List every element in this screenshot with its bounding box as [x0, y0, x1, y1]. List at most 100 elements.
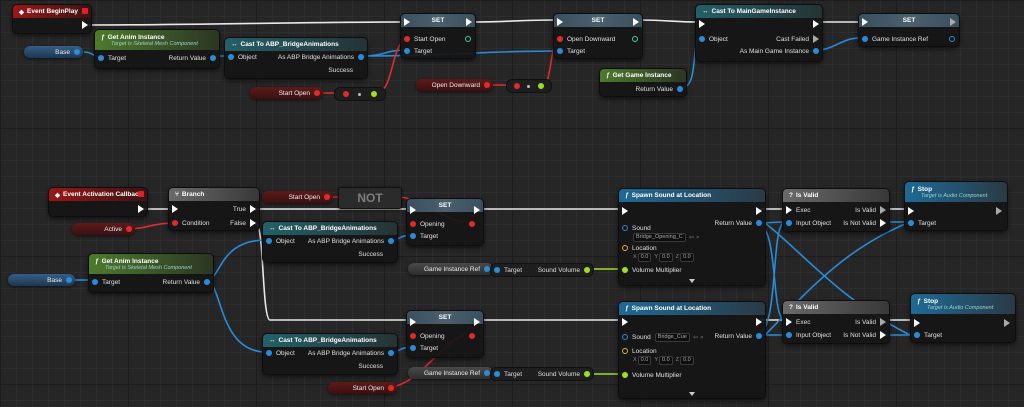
target-pin[interactable]: Target: [410, 343, 438, 353]
var-base[interactable]: Base: [8, 274, 75, 286]
browse-icon[interactable]: ⇦ ⌕: [692, 333, 704, 341]
game-instance-ref-pin[interactable]: Game Instance Ref: [862, 34, 928, 44]
is-not-valid-pin[interactable]: Is Not Valid: [843, 330, 886, 340]
return-value-pin[interactable]: Return Value: [715, 331, 762, 341]
exec-in-pin[interactable]: [862, 17, 868, 27]
cast-abp-node-3[interactable]: ↔Cast To ABP_BridgeAnimations Object As …: [262, 333, 398, 375]
exec-out-pin[interactable]: [82, 20, 88, 30]
object-pin[interactable]: Object: [699, 34, 728, 44]
input-object-pin[interactable]: Input Object: [786, 330, 831, 340]
reroute-node-2[interactable]: [506, 79, 552, 93]
is-valid-node-2[interactable]: ?Is Valid Exec Is Valid Input Object Is …: [782, 300, 890, 344]
is-valid-node-1[interactable]: ?Is Valid Exec Is Valid Input Object Is …: [782, 188, 890, 232]
exec-in-pin[interactable]: [699, 19, 705, 29]
var-start-open[interactable]: Start Open: [250, 87, 323, 99]
sound-asset-field[interactable]: Bridge_Opening_C⇦ ⌕: [633, 232, 700, 242]
branch-node[interactable]: ⑂Branch True Condition False: [168, 187, 260, 231]
get-sound-volume-node[interactable]: Target Sound Volume: [490, 263, 594, 277]
open-downward-pin[interactable]: Open Downward: [557, 34, 615, 44]
location-pin[interactable]: Location: [622, 346, 657, 356]
is-valid-pin[interactable]: Is Valid: [855, 205, 886, 215]
return-value-pin[interactable]: Return Value: [715, 218, 762, 228]
set-start-open-node[interactable]: SET Start Open Target: [400, 13, 476, 59]
var-open-downward[interactable]: Open Downward: [416, 79, 493, 91]
sound-asset-value[interactable]: Bridge_Cue: [654, 332, 690, 342]
exec-out-pin[interactable]: [633, 17, 639, 27]
start-open-out-pin[interactable]: [465, 34, 471, 44]
game-instance-ref-out-pin[interactable]: [949, 34, 955, 44]
cast-abp-node-2[interactable]: ↔Cast To ABP_BridgeAnimations Object As …: [262, 221, 398, 263]
reroute-out-pin[interactable]: [371, 91, 378, 97]
var-game-instance-ref[interactable]: Game Instance Ref: [408, 263, 493, 275]
as-abp-pin[interactable]: As ABP Bridge Animations: [278, 52, 364, 62]
exec-in-pin[interactable]: Exec: [786, 317, 810, 327]
loc-y-field[interactable]: 0.0: [659, 252, 673, 262]
cast-abp-node-1[interactable]: ↔Cast To ABP_BridgeAnimations Object As …: [224, 37, 368, 79]
as-abp-pin[interactable]: As ABP Bridge Animations: [308, 236, 394, 246]
input-object-pin[interactable]: Input Object: [786, 218, 831, 228]
sound-volume-pin[interactable]: Sound Volume: [538, 267, 590, 274]
object-pin[interactable]: Object: [266, 348, 295, 358]
opening-pin[interactable]: Opening: [410, 331, 445, 341]
volume-multiplier-pin[interactable]: Volume Multiplier: [622, 265, 682, 275]
loc-x-field[interactable]: 0.0: [637, 355, 652, 365]
open-downward-out-pin[interactable]: [632, 34, 638, 44]
return-value-pin[interactable]: Return Value: [163, 277, 210, 287]
start-open-pin[interactable]: Start Open: [404, 34, 445, 44]
true-pin[interactable]: True: [233, 204, 256, 214]
set-opening-node-2[interactable]: SET Opening Target: [406, 310, 484, 358]
exec-in-pin[interactable]: [410, 317, 416, 327]
browse-icon[interactable]: ⇦ ⌕: [688, 233, 700, 241]
target-pin[interactable]: Target: [410, 231, 438, 241]
expand-arrow-icon[interactable]: [689, 392, 695, 396]
loc-z-field[interactable]: 0.0: [680, 355, 694, 365]
exec-in-pin[interactable]: [404, 17, 410, 27]
exec-in-pin[interactable]: [622, 317, 628, 327]
is-not-valid-pin[interactable]: Is Not Valid: [843, 218, 886, 228]
exec-out-pin[interactable]: [996, 206, 1002, 216]
exec-out-pin[interactable]: [756, 206, 762, 216]
exec-in-pin[interactable]: Exec: [786, 205, 810, 215]
reroute-in-pin[interactable]: [513, 83, 520, 89]
reroute-in-pin[interactable]: [342, 91, 349, 97]
loc-y-field[interactable]: 0.0: [659, 355, 673, 365]
exec-in-pin[interactable]: [410, 205, 416, 215]
var-base[interactable]: Base: [24, 46, 83, 58]
target-pin[interactable]: Target: [98, 53, 126, 63]
success-pin[interactable]: Success: [328, 65, 353, 75]
exec-out-pin[interactable]: [756, 317, 762, 327]
target-pin[interactable]: Target: [404, 46, 432, 56]
loc-z-field[interactable]: 0.0: [680, 252, 694, 262]
sound-volume-pin[interactable]: Sound Volume: [538, 371, 590, 378]
exec-out-pin[interactable]: [474, 205, 480, 215]
exec-out-pin[interactable]: [813, 19, 819, 29]
set-game-instance-ref-node[interactable]: SET Game Instance Ref: [858, 13, 960, 47]
var-start-open[interactable]: Start Open: [262, 191, 333, 203]
return-value-pin[interactable]: Return Value: [636, 84, 683, 94]
target-pin[interactable]: Target: [494, 267, 522, 274]
location-pin[interactable]: Location: [622, 243, 657, 253]
set-opening-node-1[interactable]: SET Opening Target: [406, 198, 484, 246]
reroute-node-1[interactable]: [334, 87, 386, 101]
cast-main-game-instance-node[interactable]: ↔Cast To MainGameInstance Object Cast Fa…: [695, 4, 823, 62]
target-pin[interactable]: Target: [914, 330, 942, 340]
as-main-game-instance-pin[interactable]: As Main Game Instance: [740, 46, 819, 56]
target-pin[interactable]: Target: [494, 371, 522, 378]
exec-out-pin[interactable]: [138, 204, 144, 214]
exec-out-pin[interactable]: [1004, 318, 1010, 328]
exec-out-pin[interactable]: [950, 17, 956, 27]
reroute-out-pin[interactable]: [538, 83, 545, 89]
return-value-pin[interactable]: Return Value: [169, 53, 216, 63]
false-pin[interactable]: False: [230, 218, 256, 228]
as-abp-pin[interactable]: As ABP Bridge Animations: [308, 348, 394, 358]
not-node[interactable]: NOT: [338, 187, 402, 209]
cast-failed-pin[interactable]: Cast Failed: [776, 34, 819, 44]
object-pin[interactable]: Object: [266, 236, 295, 246]
